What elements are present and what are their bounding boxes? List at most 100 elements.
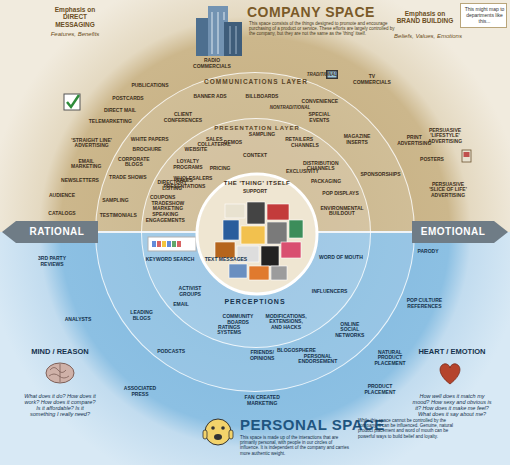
item-label: Features, Benefits bbox=[51, 31, 100, 38]
item-label: CHANNELS bbox=[291, 143, 319, 149]
item-label: RATINGS SYSTEMS bbox=[214, 325, 244, 336]
item-label: HEART / EMOTION bbox=[418, 348, 485, 356]
illustration-part bbox=[221, 426, 225, 430]
item-label: MAGAZINE INSERTS bbox=[337, 134, 377, 145]
axis-label: RATIONAL bbox=[30, 226, 85, 238]
item-label: DIRECT MAIL bbox=[104, 108, 136, 114]
item-label: SAMPLING bbox=[249, 132, 275, 138]
item-label: ONLINE SOCIAL NETWORKS bbox=[332, 322, 367, 339]
illustration-part bbox=[218, 12, 219, 54]
item-label: DEMOS bbox=[224, 140, 242, 146]
item-label: WORD OF MOUTH bbox=[319, 255, 363, 261]
item-label: LEADING BLOGS bbox=[127, 310, 157, 321]
item-label: PACKAGING bbox=[311, 179, 341, 185]
item-label: RADIO COMMERCIALS bbox=[192, 58, 232, 69]
item-label: FAN CREATED MARKETING bbox=[242, 395, 282, 406]
item-label: CLIENT CONFERENCES bbox=[163, 112, 203, 123]
item-label: ASSOCIATED PRESS bbox=[123, 386, 158, 397]
item-label: EMAIL bbox=[173, 302, 189, 308]
emotional-arrow: EMOTIONAL bbox=[412, 221, 508, 243]
item-label: POP CULTURE REFERENCES bbox=[404, 298, 444, 309]
item-label: PRICING bbox=[210, 166, 231, 172]
item-label: ENVIRONMENTAL BUILDOUT bbox=[320, 206, 363, 217]
item-label: BILLBOARDS bbox=[246, 94, 279, 100]
item-label: PRODUCT PLACEMENT bbox=[360, 384, 400, 395]
illustration-part bbox=[281, 242, 301, 258]
illustration-part bbox=[211, 426, 215, 430]
illustration-part bbox=[440, 364, 460, 384]
heart-icon bbox=[440, 364, 460, 384]
note-text: This might map to departments like this.… bbox=[464, 7, 505, 24]
illustration-part bbox=[267, 204, 289, 220]
item-label: SUPPORT bbox=[243, 189, 267, 195]
illustration-part bbox=[225, 204, 245, 218]
illustration-part bbox=[271, 266, 287, 280]
item-label: SAMPLING bbox=[102, 198, 128, 204]
item-label: ANALYSTS bbox=[65, 317, 92, 323]
ring-title: COMMUNICATIONS LAYER bbox=[204, 78, 308, 85]
arrow-fill bbox=[2, 221, 98, 243]
item-label: Emphasis on BRAND BUILDING bbox=[394, 10, 456, 25]
illustration-part bbox=[289, 220, 303, 238]
checkmark-icon bbox=[64, 94, 80, 110]
illustration-part bbox=[249, 266, 269, 280]
item-label: TRADESHOW MARKETING bbox=[148, 201, 188, 212]
illustration-part bbox=[46, 363, 74, 383]
item-label: INFLUENCERS bbox=[312, 289, 348, 295]
illustration-part bbox=[223, 220, 239, 240]
product-collage bbox=[215, 202, 303, 280]
item-label: COUPONS bbox=[150, 195, 175, 201]
item-label: SALES PRESENTATIONS bbox=[163, 178, 205, 189]
item-label: PERSUASIVE 'LIFESTYLE' ADVERTISING bbox=[423, 128, 468, 145]
brain-icon bbox=[46, 363, 74, 383]
item-label: WEBSITE bbox=[185, 147, 208, 153]
item-label: TELEMARKETING bbox=[89, 119, 132, 125]
illustration-part bbox=[462, 150, 471, 162]
item-label: Beliefs, Values, Emotions bbox=[394, 33, 462, 40]
illustration-part bbox=[261, 246, 279, 266]
thing-rim bbox=[197, 174, 317, 294]
region-description: This space consists of the things design… bbox=[249, 21, 399, 37]
axis-label: EMOTIONAL bbox=[421, 226, 486, 238]
item-label: SPONSORSHIPS bbox=[360, 172, 400, 178]
item-label: POP DISPLAYS bbox=[322, 191, 358, 197]
illustration-part bbox=[212, 12, 213, 54]
item-label: KEYWORD SEARCH bbox=[146, 257, 195, 263]
illustration-part bbox=[241, 226, 265, 244]
thing-disc bbox=[198, 175, 316, 293]
item-label: PERSUASIVE 'SLICE OF LIFE' ADVERTISING bbox=[426, 182, 471, 199]
item-label: ACTIVIST GROUPS bbox=[173, 286, 208, 297]
item-label: PODCASTS bbox=[157, 349, 185, 355]
illustration-part bbox=[464, 152, 470, 157]
illustration-part bbox=[236, 26, 237, 54]
item-label: SPECIAL EVENTS bbox=[302, 112, 337, 123]
item-label: BANNER ADS bbox=[193, 94, 226, 100]
item-label: LOYALTY PROGRAMS bbox=[170, 159, 205, 170]
illustration-part bbox=[215, 242, 235, 258]
item-label: EXCLUSIVITY bbox=[286, 169, 319, 175]
item-label: 'STRAIGHT LINE' ADVERTISING bbox=[69, 138, 114, 149]
illustration-part bbox=[205, 419, 231, 445]
item-label: NONTRADITIONAL bbox=[270, 105, 311, 110]
illustration-part bbox=[224, 22, 242, 56]
item-label: PUBLICATIONS bbox=[131, 83, 168, 89]
item-label: NATURAL PRODUCT PLACEMENT bbox=[370, 350, 410, 367]
region-description: While this space cannot be controlled by… bbox=[358, 418, 466, 439]
illustration-part bbox=[64, 94, 80, 110]
question-list: What does it do? How does it work? How d… bbox=[24, 393, 96, 418]
rational-arrow: RATIONAL bbox=[2, 221, 98, 243]
illustration-part bbox=[229, 264, 247, 278]
item-label: TESTIMONIALS bbox=[100, 213, 137, 219]
item-label: CONVENIENCE bbox=[302, 99, 339, 105]
communications-ring: COMMUNICATIONS LAYERPRESENTATION LAYERTH… bbox=[95, 72, 415, 392]
region-description: This space is made up of the interaction… bbox=[240, 435, 352, 456]
item-label: AUDIENCE bbox=[49, 193, 75, 199]
item-label: PARODY bbox=[417, 249, 438, 255]
illustration-part bbox=[247, 202, 265, 224]
department-note-box: This might map to departments like this.… bbox=[460, 3, 507, 28]
item-label: FRIENDS/ OPINIONS bbox=[247, 350, 277, 361]
item-label: NEWSLETTERS bbox=[61, 178, 99, 184]
item-label: MODIFICATIONS, EXTENSIONS, AND HACKS bbox=[266, 314, 307, 331]
item-label: RETAILERS bbox=[285, 137, 313, 143]
